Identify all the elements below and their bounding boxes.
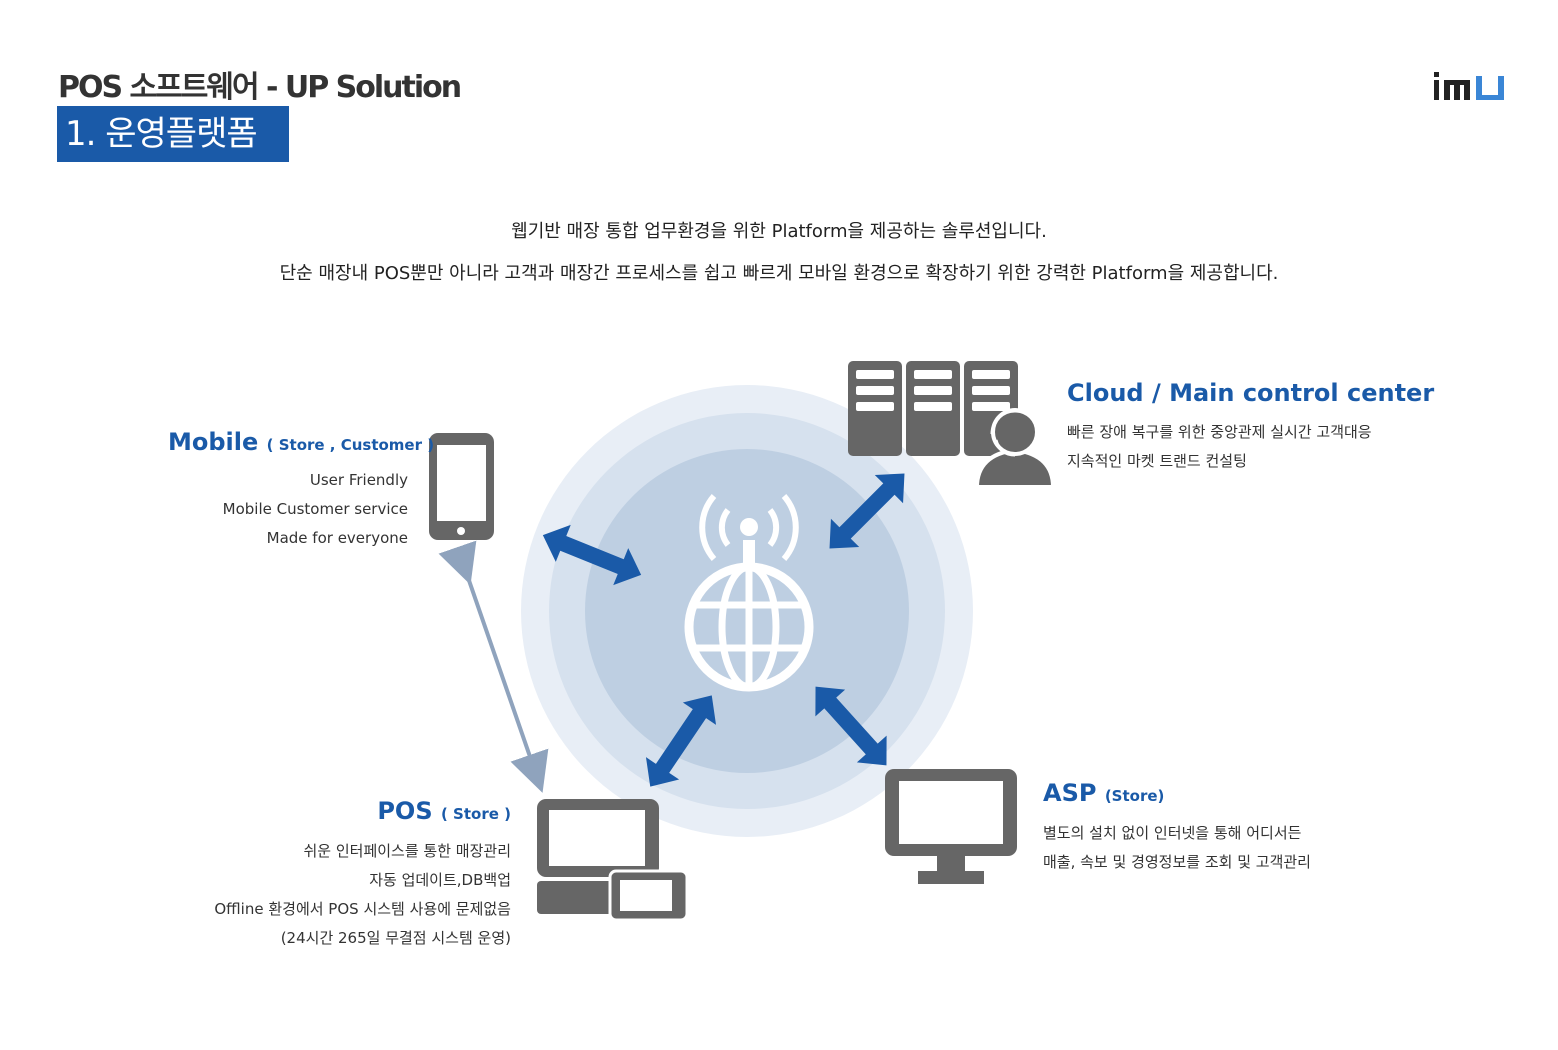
- mobile-description: User Friendly Mobile Customer service Ma…: [168, 466, 408, 553]
- mobile-heading: Mobile ( Store , Customer ): [168, 428, 434, 456]
- cloud-title: Cloud / Main control center: [1067, 379, 1435, 407]
- mobile-line: Made for everyone: [266, 529, 408, 547]
- smartphone-icon: [429, 433, 494, 540]
- pos-description: 쉬운 인터페이스를 통한 매장관리 자동 업데이트,DB백업 Offline 환…: [150, 837, 511, 953]
- pos-heading: POS ( Store ): [200, 797, 511, 825]
- mobile-subtitle: ( Store , Customer ): [266, 436, 435, 454]
- pos-title: POS: [377, 797, 433, 825]
- mobile-title: Mobile: [168, 428, 259, 456]
- cloud-line: 빠른 장애 복구를 위한 중앙관제 실시간 고객대응: [1067, 423, 1372, 441]
- arrow-mobile-pos: [438, 540, 549, 793]
- section-title: 1. 운영플랫폼: [57, 106, 289, 162]
- cloud-description: 빠른 장애 복구를 위한 중앙관제 실시간 고객대응 지속적인 마켓 트랜드 컨…: [1067, 418, 1372, 476]
- asp-line: 매출, 속보 및 경영정보를 조회 및 고객관리: [1043, 853, 1311, 871]
- monitor-icon: [885, 769, 1017, 884]
- asp-line: 별도의 설치 없이 인터넷을 통해 어디서든: [1043, 824, 1302, 842]
- imu-logo: [1430, 70, 1510, 108]
- globe-antenna-icon: [684, 494, 814, 692]
- pos-subtitle: ( Store ): [440, 805, 511, 823]
- mobile-line: User Friendly: [309, 471, 408, 489]
- page-title: POS 소프트웨어 - UP Solution: [58, 70, 462, 105]
- asp-subtitle: (Store): [1104, 787, 1165, 805]
- arrow-asp-center: [815, 686, 887, 766]
- server-icon: [848, 361, 1018, 456]
- pos-line: 쉬운 인터페이스를 통한 매장관리: [303, 842, 511, 860]
- arrow-pos-center: [645, 695, 717, 787]
- arrow-cloud-center: [829, 473, 905, 549]
- intro-line-2: 단순 매장내 POS뿐만 아니라 고객과 매장간 프로세스를 쉽고 빠르게 모바…: [279, 263, 1279, 284]
- pos-terminal-icon: [537, 799, 689, 922]
- pos-line: (24시간 265일 무결점 시스템 운영): [280, 929, 511, 947]
- asp-heading: ASP (Store): [1043, 779, 1164, 807]
- cloud-line: 지속적인 마켓 트랜드 컨설팅: [1067, 452, 1247, 470]
- asp-description: 별도의 설치 없이 인터넷을 통해 어디서든 매출, 속보 및 경영정보를 조회…: [1043, 819, 1311, 877]
- asp-title: ASP: [1043, 779, 1097, 807]
- pos-line: Offline 환경에서 POS 시스템 사용에 문제없음: [214, 900, 511, 918]
- arrow-mobile-center: [542, 524, 642, 586]
- pos-line: 자동 업데이트,DB백업: [369, 871, 511, 889]
- mobile-line: Mobile Customer service: [222, 500, 408, 518]
- intro-line-1: 웹기반 매장 통합 업무환경을 위한 Platform을 제공하는 솔루션입니다…: [511, 221, 1047, 242]
- headset-operator-icon: [974, 408, 1056, 489]
